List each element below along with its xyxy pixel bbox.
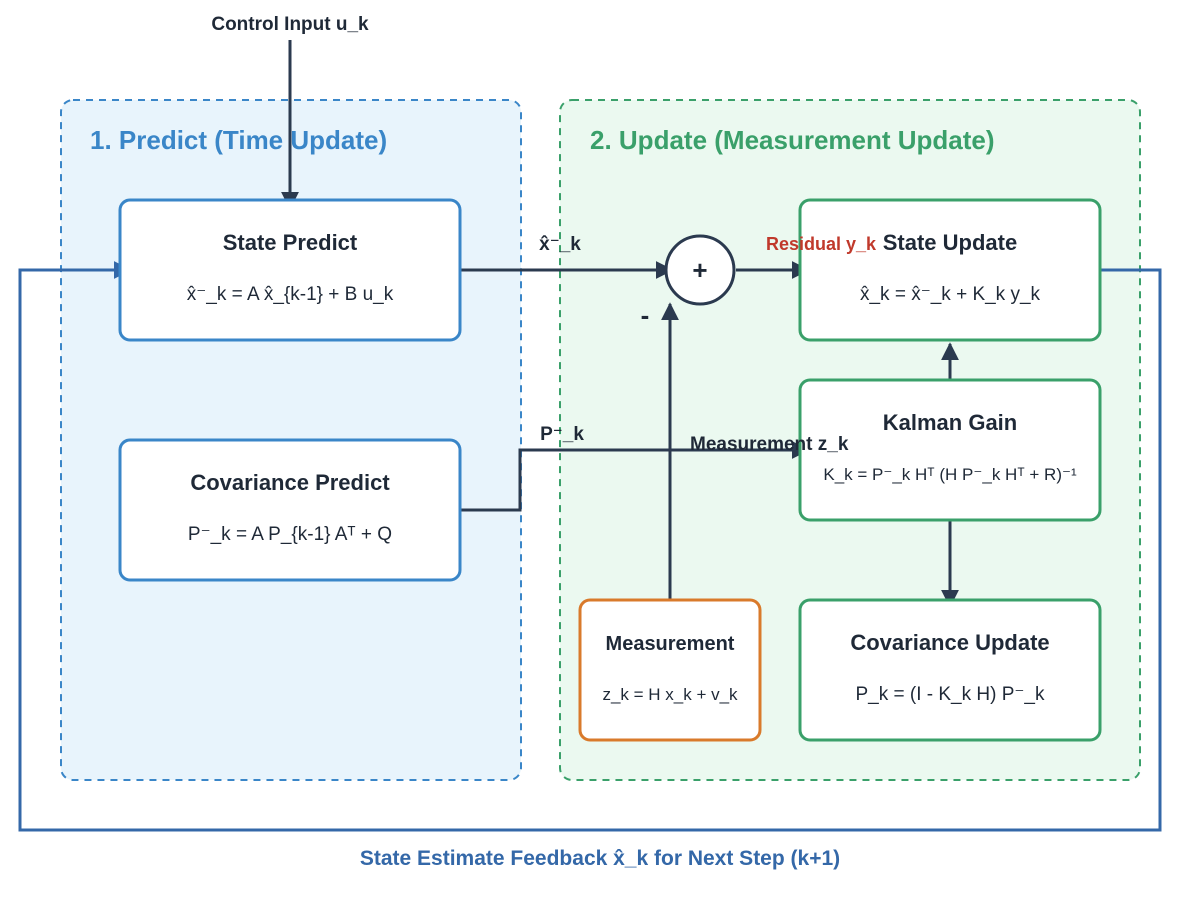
feedback-loop: State Estimate Feedback x̂_k for Next St… xyxy=(18,261,1162,870)
state-predict-title: State Predict xyxy=(223,230,358,255)
flow-arrows xyxy=(461,261,959,608)
covariance-predict-box: Covariance Predict P⁻_k = A P_{k-1} Aᵀ +… xyxy=(118,438,462,582)
measurement-equation: z_k = H x_k + v_k xyxy=(602,685,738,704)
control-input: Control Input u_k xyxy=(211,14,369,210)
state-update-title: State Update xyxy=(883,230,1017,255)
kalman-gain-title: Kalman Gain xyxy=(883,410,1017,435)
state-predict-equation: x̂⁻_k = A x̂_{k-1} + B u_k xyxy=(187,284,394,305)
covariance-update-equation: P_k = (I - K_k H) P⁻_k xyxy=(856,684,1045,705)
summing-junction: + - xyxy=(641,234,736,330)
feedback-label: State Estimate Feedback x̂_k for Next St… xyxy=(360,847,840,870)
x-prior-label: x̂⁻_k xyxy=(539,234,581,255)
control-input-label: Control Input u_k xyxy=(211,14,369,35)
measurement-z-label: Measurement z_k xyxy=(690,434,849,455)
covariance-predict-equation: P⁻_k = A P_{k-1} Aᵀ + Q xyxy=(188,524,392,545)
state-predict-box: State Predict x̂⁻_k = A x̂_{k-1} + B u_k xyxy=(118,198,462,342)
covariance-update-box: Covariance Update P_k = (I - K_k H) P⁻_k xyxy=(798,598,1102,742)
state-update-box: State Update x̂_k = x̂⁻_k + K_k y_k xyxy=(798,198,1102,342)
residual-label: Residual y_k xyxy=(766,234,877,254)
minus-sign: - xyxy=(641,300,650,330)
covariance-predict-title: Covariance Predict xyxy=(190,470,390,495)
plus-sign: + xyxy=(692,255,707,285)
measurement-box: Measurement z_k = H x_k + v_k xyxy=(578,598,762,742)
update-region-title: 2. Update (Measurement Update) xyxy=(590,125,995,155)
predict-region-title: 1. Predict (Time Update) xyxy=(90,125,387,155)
kalman-gain-equation: K_k = P⁻_k Hᵀ (H P⁻_k Hᵀ + R)⁻¹ xyxy=(823,465,1077,484)
kalman-gain-box: Kalman Gain K_k = P⁻_k Hᵀ (H P⁻_k Hᵀ + R… xyxy=(798,378,1102,522)
p-prior-label: P⁻_k xyxy=(540,424,584,445)
p-prior-arrow xyxy=(461,441,810,512)
state-update-equation: x̂_k = x̂⁻_k + K_k y_k xyxy=(860,284,1041,305)
covariance-update-title: Covariance Update xyxy=(850,630,1049,655)
measurement-title: Measurement xyxy=(606,633,735,655)
edge-labels: x̂⁻_k P⁻_k Residual y_k Measurement z_k xyxy=(539,234,877,455)
